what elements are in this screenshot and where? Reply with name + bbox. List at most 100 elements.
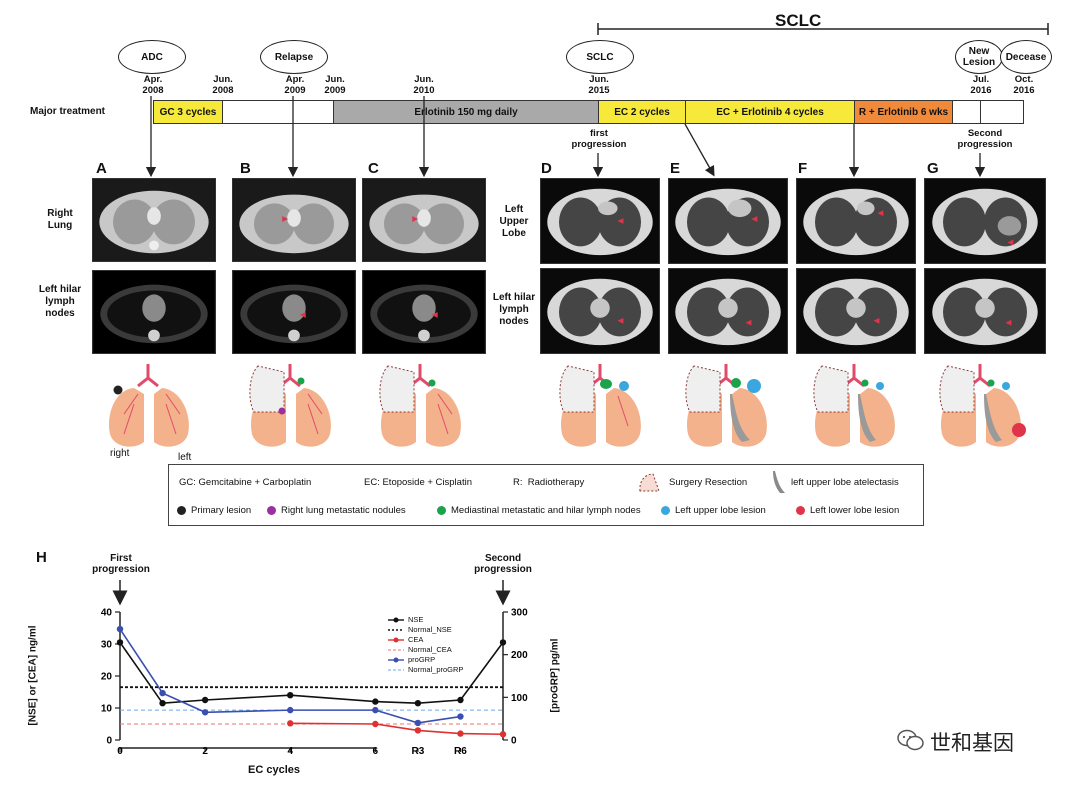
legend-atelectasis: left upper lobe atelectasis [791, 477, 899, 488]
ct-scan-a-lung [92, 178, 216, 262]
data-point-nse [414, 700, 422, 707]
ct-scan-e-hilar [668, 268, 788, 354]
lung-diagram-e [685, 364, 767, 447]
series-line-cea [290, 722, 504, 736]
data-point-cea [499, 731, 507, 738]
data-point-nse [159, 700, 166, 707]
second-progression-note: Second progression [957, 128, 1013, 150]
y-tick-label-left: 30 [101, 640, 113, 651]
lung-diagram-b [249, 364, 331, 447]
data-point-cea [287, 720, 294, 727]
date-jun-2009: Jun. 2009 [324, 74, 346, 96]
data-point-nse [201, 696, 209, 704]
y-tick-label-right: 0 [511, 736, 517, 747]
ct-scan-d-hilar [540, 268, 660, 354]
event-adc: ADC [118, 40, 186, 74]
panel-letter-e: E [670, 160, 681, 177]
y-axis-right-label: [proGRP] pg/ml [549, 638, 561, 713]
panel-letter-f: F [798, 160, 808, 177]
data-point-nse [287, 692, 294, 699]
data-point-progrp [116, 625, 124, 633]
segment-erlotinib: Erlotinib 150 mg daily [333, 100, 599, 124]
legend-ec: EC: Etoposide + Cisplatin [364, 477, 472, 488]
side-label-left: left [178, 452, 192, 463]
legend-surgery: Surgery Resection [669, 477, 748, 488]
legend-mediastinal: Mediastinal metastatic and hilar lymph n… [451, 505, 641, 516]
x-tick-label: 0 [117, 746, 123, 757]
legend-normal-nse: Normal_NSE [408, 625, 452, 634]
legend-nse: NSE [408, 615, 424, 624]
y-tick-label-right: 200 [511, 650, 528, 661]
ct-scan-f-hilar [796, 268, 916, 354]
major-treatment-label: Major treatment [30, 106, 106, 117]
ct-scan-g-upper [924, 178, 1046, 264]
row-label-left-hilar: Left hilar lymph nodes [38, 284, 82, 319]
legend-normal-progrp: Normal_proGRP [408, 665, 464, 674]
data-point-nse [499, 639, 507, 646]
x-tick-label: 2 [202, 746, 208, 757]
ct-scan-b-lung [232, 178, 356, 262]
chart-legend-swatches [388, 617, 404, 671]
panel-letter-g: G [927, 160, 939, 177]
event-new-lesion: New Lesion [955, 40, 1003, 74]
data-point-progrp [372, 706, 379, 714]
data-point-cea [457, 730, 464, 737]
y-tick-label-right: 300 [511, 608, 528, 619]
ct-scan-d-upper [540, 178, 660, 264]
legend-box: GC: Gemcitabine + Carboplatin EC: Etopos… [168, 464, 924, 526]
segment-blank-1 [222, 100, 334, 124]
ct-scan-g-hilar [924, 268, 1046, 354]
legend-left-upper: Left upper lobe lesion [675, 505, 766, 516]
x-tick-label: R6 [454, 746, 467, 757]
data-point-progrp [159, 689, 166, 697]
lung-diagrams [109, 364, 1026, 447]
lung-diagram-d [559, 364, 641, 447]
segment-divider [980, 100, 981, 124]
timeline-arrows [145, 96, 986, 178]
y-tick-label-left: 0 [106, 736, 112, 747]
atelectasis-icon [773, 471, 785, 493]
y-tick-label-left: 20 [101, 672, 113, 683]
y-tick-label-left: 40 [101, 608, 113, 619]
surgery-resection-icon [639, 473, 660, 492]
side-label-right: right [110, 448, 130, 459]
x-tick-label: 4 [287, 746, 293, 757]
data-point-progrp [457, 713, 464, 720]
first-progression-label: First progression [92, 553, 150, 575]
date-jun-2008: Jun. 2008 [212, 74, 234, 96]
sclc-bracket-label: SCLC [775, 11, 822, 30]
sclc-bracket [597, 23, 1049, 35]
row-label-left-upper-lobe: Left Upper Lobe [499, 204, 529, 239]
segment-ec-erlotinib: EC + Erlotinib 4 cycles [685, 100, 855, 124]
legend-dot-primary [177, 506, 186, 515]
lung-diagram-f [813, 364, 895, 447]
legend-r: R: Radiotherapy [513, 477, 585, 488]
lung-diagram-g [939, 364, 1026, 447]
x-axis-label: EC cycles [248, 764, 300, 776]
segment-gc: GC 3 cycles [153, 100, 223, 124]
segment-blank-2 [952, 100, 1024, 124]
legend-normal-cea: Normal_CEA [408, 645, 452, 654]
legend-primary: Primary lesion [191, 505, 252, 516]
segment-r-erlotinib: R + Erlotinib 6 wks [854, 100, 953, 124]
data-point-progrp [287, 706, 294, 714]
chart-legend: NSE Normal_NSE CEA Normal_CEA proGRP Nor… [386, 614, 490, 684]
x-tick-label: R3 [411, 746, 424, 757]
y-tick-label-right: 100 [511, 693, 528, 704]
date-oct-2016: Oct. 2016 [1013, 74, 1035, 96]
legend-left-lower: Left lower lobe lesion [810, 505, 900, 516]
ct-scan-c-lung [362, 178, 486, 262]
panel-letter-d: D [541, 160, 552, 177]
date-jun-2015: Jun. 2015 [588, 74, 610, 96]
panel-letter-a: A [96, 160, 107, 177]
legend-dot-mediastinal [437, 506, 446, 515]
data-point-progrp [201, 709, 209, 716]
ct-scan-e-upper [668, 178, 788, 264]
watermark-text: 世和基因 [930, 731, 1014, 755]
date-jul-2016: Jul. 2016 [970, 74, 992, 96]
panel-letter-b: B [240, 160, 251, 177]
legend-cea: CEA [408, 635, 424, 644]
lung-diagram-c [379, 364, 461, 447]
event-sclc: SCLC [566, 40, 634, 74]
